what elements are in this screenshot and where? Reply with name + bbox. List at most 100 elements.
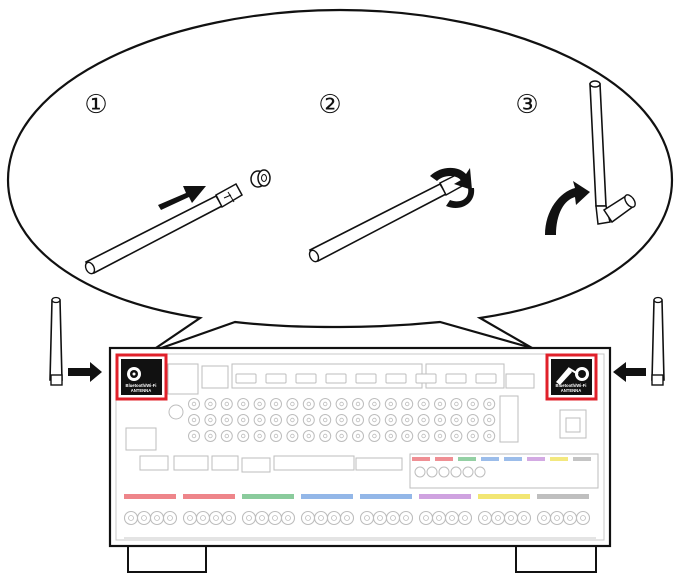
rca-jack (368, 414, 381, 426)
rca-jack (417, 414, 430, 426)
rca-jack (220, 398, 233, 410)
rca-jack (384, 398, 397, 410)
speaker-terminal (490, 510, 506, 526)
rca-jack (450, 430, 463, 442)
rca-jack (483, 398, 496, 410)
right-antenna (613, 296, 665, 386)
rca-jack (474, 466, 486, 478)
speaker-terminal (241, 510, 257, 526)
left-arrow-icon (613, 362, 646, 382)
speaker-color-bar (360, 494, 412, 499)
rca-jack (384, 430, 397, 442)
lift-arrow-icon (545, 181, 590, 235)
rca-jack (401, 414, 414, 426)
hdmi-port (235, 373, 257, 384)
rca-jack (253, 414, 266, 426)
rca-jack (302, 398, 315, 410)
connector-nut-icon (250, 169, 271, 188)
speaker-terminal (385, 510, 401, 526)
rca-jack (426, 466, 438, 478)
rca-jack (237, 414, 250, 426)
rca-jack (483, 430, 496, 442)
hdmi-port (445, 373, 467, 384)
speaker-terminal (457, 510, 473, 526)
speaker-terminal (477, 510, 493, 526)
rca-jack (270, 398, 282, 410)
speaker-color-bar (478, 494, 530, 499)
rca-jack (414, 466, 426, 478)
speaker-color-bar (573, 457, 591, 461)
hdmi-port (295, 373, 317, 384)
speaker-terminal (136, 510, 152, 526)
rca-jack (352, 414, 364, 426)
rca-jack (319, 414, 332, 426)
left-antenna-terminal: Bluetooth/Wi-Fi ANTENNA (115, 353, 168, 401)
speaker-terminal (313, 510, 329, 526)
rca-jack (204, 430, 217, 442)
rca-jack (483, 414, 496, 426)
speaker-terminal (549, 510, 565, 526)
rca-jack (466, 398, 479, 410)
antenna-label-line2: ANTENNA (131, 388, 151, 393)
right-arrow-icon (68, 362, 102, 382)
rca-jack (335, 414, 348, 426)
rca-jack (466, 414, 479, 426)
rca-jack (450, 398, 463, 410)
rca-jack (352, 398, 364, 410)
speaker-terminal (195, 510, 211, 526)
rca-jack (270, 430, 282, 442)
rca-jack (417, 430, 430, 442)
left-antenna (49, 296, 102, 386)
speaker-terminal (182, 510, 198, 526)
rca-jack (204, 414, 217, 426)
speaker-terminal (300, 510, 316, 526)
speaker-terminal (339, 510, 355, 526)
speaker-terminal (575, 510, 591, 526)
rca-jack (434, 430, 446, 442)
rca-jack (450, 414, 463, 426)
speaker-terminal (221, 510, 237, 526)
rca-jack (434, 414, 446, 426)
speaker-color-bar (183, 494, 235, 499)
rca-jack (270, 414, 282, 426)
rca-jack (237, 398, 250, 410)
rca-jack (188, 414, 200, 426)
speaker-color-bar (504, 457, 522, 461)
insert-arrow-icon (158, 186, 206, 210)
speaker-terminal (372, 510, 388, 526)
receiver-rear-panel (108, 346, 612, 573)
speaker-terminal (503, 510, 519, 526)
rca-jack (434, 398, 446, 410)
rca-jack (220, 430, 233, 442)
rca-jack (286, 430, 299, 442)
rca-jack (286, 414, 299, 426)
rca-jack-grid (188, 398, 496, 478)
step-1-illustration (84, 169, 271, 275)
rca-jack (462, 466, 474, 478)
rca-jack (335, 398, 348, 410)
speaker-terminal (162, 510, 178, 526)
step-2-illustration (308, 167, 475, 263)
hdmi-port (415, 373, 437, 384)
speaker-terminal (326, 510, 342, 526)
speaker-terminal (267, 510, 283, 526)
rca-jack (204, 398, 217, 410)
rca-jack (188, 430, 200, 442)
rca-jack (438, 466, 450, 478)
speaker-terminal (149, 510, 165, 526)
step-3-number: ③ (515, 90, 538, 120)
step-2-number: ② (318, 90, 341, 120)
step-1-number: ① (84, 90, 107, 120)
rca-jack (335, 430, 348, 442)
speaker-color-bar (242, 494, 294, 499)
antenna-label-line2-right: ANTENNA (561, 388, 581, 393)
rca-jack (319, 430, 332, 442)
speaker-terminal (280, 510, 296, 526)
hdmi-port (325, 373, 347, 384)
hdmi-port (355, 373, 377, 384)
antenna-icon (308, 173, 466, 263)
speaker-terminal (516, 510, 532, 526)
hdmi-port (385, 373, 407, 384)
rca-jack (302, 430, 315, 442)
